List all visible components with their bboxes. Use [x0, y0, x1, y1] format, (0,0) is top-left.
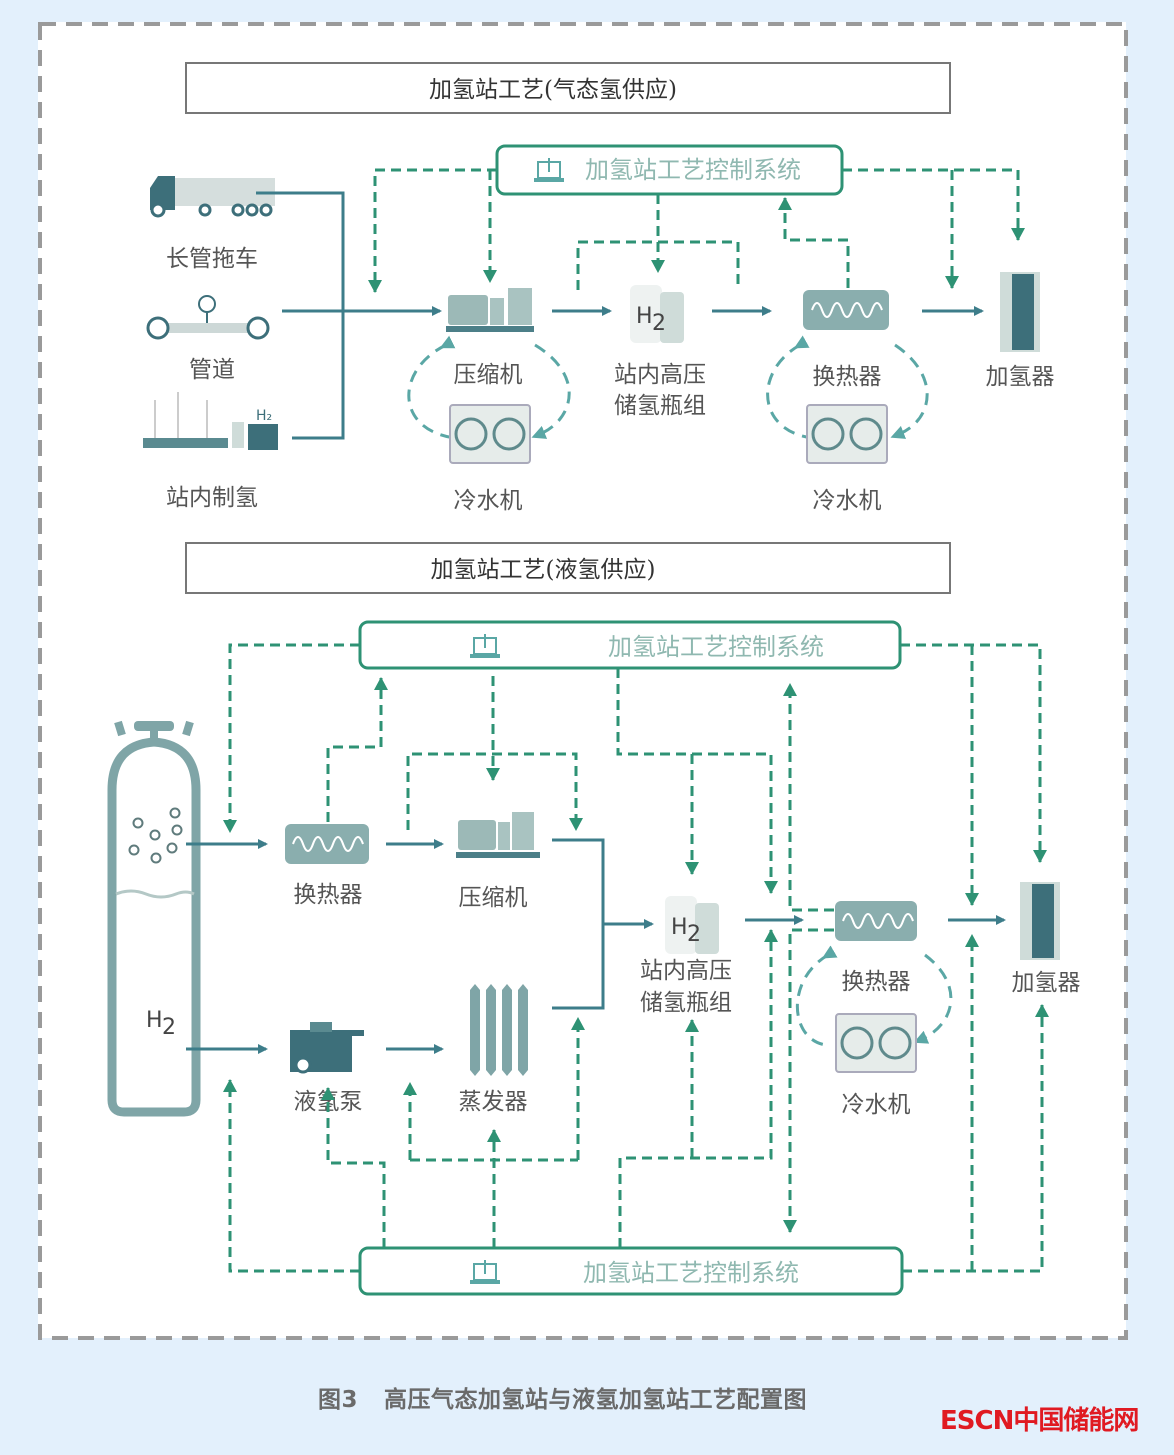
control-line-from-heat-exchanger — [778, 197, 850, 288]
dispenser-l-label: 加氢器 — [1012, 970, 1081, 996]
control-line-storage-outlet — [692, 752, 778, 894]
gas-section-title-box — [185, 62, 951, 114]
liquid-section-title-box — [185, 542, 951, 594]
control-line-tank-top — [223, 643, 360, 833]
heat-exchanger-icon — [803, 290, 889, 330]
dispenser-icon — [1000, 272, 1040, 352]
control-line-to-pump — [321, 1087, 386, 1248]
storage-cylinder-icon: H 2 — [630, 285, 684, 343]
control-line-storage-bottom — [618, 929, 778, 1248]
svg-text:H₂: H₂ — [256, 408, 272, 424]
control-line-storage-branch — [576, 240, 740, 290]
figure-number: 图3 — [318, 1387, 359, 1413]
h2-symbol: H — [671, 915, 688, 940]
figure-title: 高压气态加氢站与液氢加氢站工艺配置图 — [384, 1387, 808, 1413]
storage-label-line2: 储氢瓶组 — [614, 393, 706, 419]
computer-icon — [470, 1260, 500, 1284]
source-pipeline-label: 管道 — [189, 357, 235, 383]
storage-l-label-line1: 站内高压 — [640, 958, 732, 984]
cooling-loop-right — [531, 343, 571, 439]
liquid-section-title: 加氢站工艺(液氢供应) — [431, 557, 656, 583]
h2-subscript: 2 — [652, 311, 666, 336]
evaporator-icon — [470, 984, 528, 1076]
outer-dashed-border — [38, 22, 1128, 1340]
control-line-to-inlet — [368, 168, 497, 293]
storage-label-line1: 站内高压 — [614, 362, 706, 388]
control-line-to-dispenser-l-top — [900, 643, 1047, 863]
cooling-loop-right-2 — [890, 343, 929, 439]
chiller-fan-icon — [449, 404, 531, 464]
source-onsite-production-label: 站内制氢 — [166, 485, 258, 511]
compressor-icon — [456, 812, 540, 858]
h2-subscript: 2 — [687, 922, 701, 947]
chiller-l-label: 冷水机 — [842, 1092, 911, 1118]
compressor-icon — [446, 288, 534, 332]
source-merge-line — [256, 191, 345, 440]
gas-section-title: 加氢站工艺(气态氢供应) — [429, 77, 677, 103]
compressor-label: 压缩机 — [454, 362, 523, 388]
control-line-he2-to-bottom — [783, 928, 834, 1233]
chiller-2-label: 冷水机 — [813, 488, 882, 514]
heat-exchanger-label: 换热器 — [813, 364, 882, 390]
storage-cylinder-icon: H 2 — [665, 896, 719, 954]
control-line-from-heat-exchanger-1 — [326, 677, 388, 822]
merge-line — [552, 838, 605, 1010]
tube-trailer-truck-icon — [150, 176, 275, 218]
heat-exchanger-icon — [285, 824, 369, 864]
onsite-hydrogen-production-icon: H₂ — [143, 392, 278, 450]
gas-control-system-label: 加氢站工艺控制系统 — [585, 156, 801, 184]
liquid-hydrogen-tank-icon — [107, 720, 201, 1117]
chiller-1-label: 冷水机 — [454, 488, 523, 514]
tank-h2-subscript: 2 — [162, 1015, 176, 1040]
dispenser-label: 加氢器 — [986, 364, 1055, 390]
heat-exchanger-icon-2 — [835, 901, 917, 941]
control-line-tank-bottom — [223, 1079, 360, 1273]
h2-symbol: H — [636, 304, 653, 329]
control-line-to-dispenser — [842, 168, 1025, 241]
cooling-loop-left-2 — [766, 335, 813, 440]
process-diagram: 加氢站工艺(气态氢供应) 加氢站工艺控制系统 长管拖车 管道 H₂ 站内制氢 — [38, 22, 1128, 1340]
heat-exchanger-1-label: 换热器 — [294, 882, 363, 908]
computer-icon — [534, 158, 564, 182]
pipeline-icon — [146, 295, 270, 340]
dispenser-icon — [1020, 882, 1060, 960]
control-line-compressor-branch — [406, 752, 583, 831]
storage-l-label-line2: 储氢瓶组 — [640, 990, 732, 1016]
figure-caption: 图3 高压气态加氢站与液氢加氢站工艺配置图 — [318, 1380, 807, 1414]
liquid-control-system-top-label: 加氢站工艺控制系统 — [608, 633, 824, 661]
chiller-fan-icon-3 — [835, 1013, 917, 1073]
liquid-control-system-bottom-label: 加氢站工艺控制系统 — [583, 1259, 799, 1287]
control-line-to-storage-l — [616, 668, 699, 875]
escn-watermark-logo: ESCN中国储能网 — [940, 1406, 1139, 1436]
cooling-loop-left — [407, 335, 456, 440]
source-tube-trailer-label: 长管拖车 — [166, 246, 258, 272]
computer-icon — [470, 634, 500, 658]
control-line-he2-to-top — [783, 683, 834, 912]
liquid-hydrogen-pump-icon — [290, 1022, 364, 1074]
compressor-l-label: 压缩机 — [459, 885, 528, 911]
heat-exchanger-2-label: 换热器 — [842, 969, 911, 995]
chiller-fan-icon-2 — [806, 404, 888, 464]
evaporator-label: 蒸发器 — [459, 1089, 528, 1115]
tank-h2-symbol: H — [146, 1008, 163, 1033]
cooling-loop-right-3 — [913, 953, 953, 1044]
cooling-loop-left-3 — [795, 945, 838, 1047]
